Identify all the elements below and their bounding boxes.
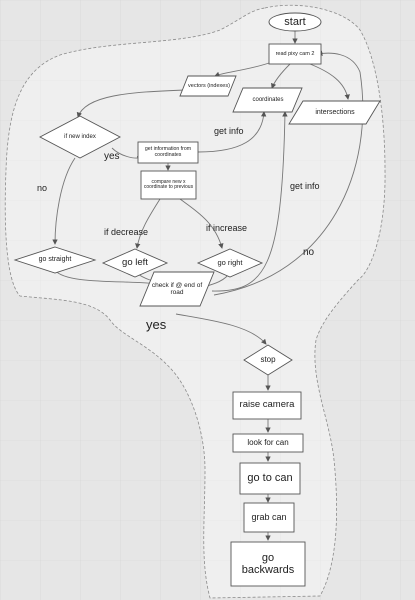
- grab-can-node: [243, 502, 295, 533]
- compare-node: [140, 170, 197, 200]
- get-information-node: [137, 141, 199, 164]
- go-straight-node: [13, 246, 97, 274]
- edge-label-if-decrease: if decrease: [104, 227, 149, 237]
- start-node: [268, 12, 322, 32]
- edge-label-if-increase: if increase: [206, 223, 248, 233]
- edge-read-coordinates: [271, 63, 291, 89]
- edge-compare-right: [179, 198, 224, 249]
- edge-read-vectors: [214, 61, 273, 77]
- edge-check-stop: [175, 313, 267, 345]
- edge-compare-left: [135, 198, 161, 249]
- new-index-node: [39, 115, 121, 159]
- check-end-node: [139, 271, 215, 307]
- edge-newindex-straight: [52, 157, 76, 245]
- edge-check-read-loop: [213, 50, 364, 296]
- go-right-node: [196, 248, 264, 278]
- edge-label-no-end: no: [303, 247, 315, 258]
- intersections-node: [288, 100, 381, 125]
- edge-label-get-info-1: get info: [214, 126, 244, 136]
- edge-label-yes-index: yes: [104, 151, 120, 162]
- edge-check-intersections: [211, 111, 288, 292]
- edge-label-yes-end: yes: [146, 317, 167, 332]
- edge-read-intersections: [309, 63, 350, 100]
- go-backwards-node: [230, 541, 306, 587]
- edge-straight-check: [54, 269, 159, 287]
- edge-getinfo-coordinates: [197, 111, 267, 153]
- edge-vectors-newindex: [76, 89, 186, 118]
- edge-label-get-info-2: get info: [290, 181, 320, 191]
- go-left-node: [101, 248, 169, 278]
- look-for-can-node: [232, 433, 304, 453]
- stop-node: [243, 344, 293, 376]
- vectors-node: [179, 75, 237, 97]
- coordinates-node: [232, 87, 303, 113]
- go-to-can-node: [239, 462, 301, 495]
- read-pixy-node: [268, 43, 322, 65]
- edge-label-no-index: no: [37, 183, 48, 193]
- raise-camera-node: [232, 391, 302, 420]
